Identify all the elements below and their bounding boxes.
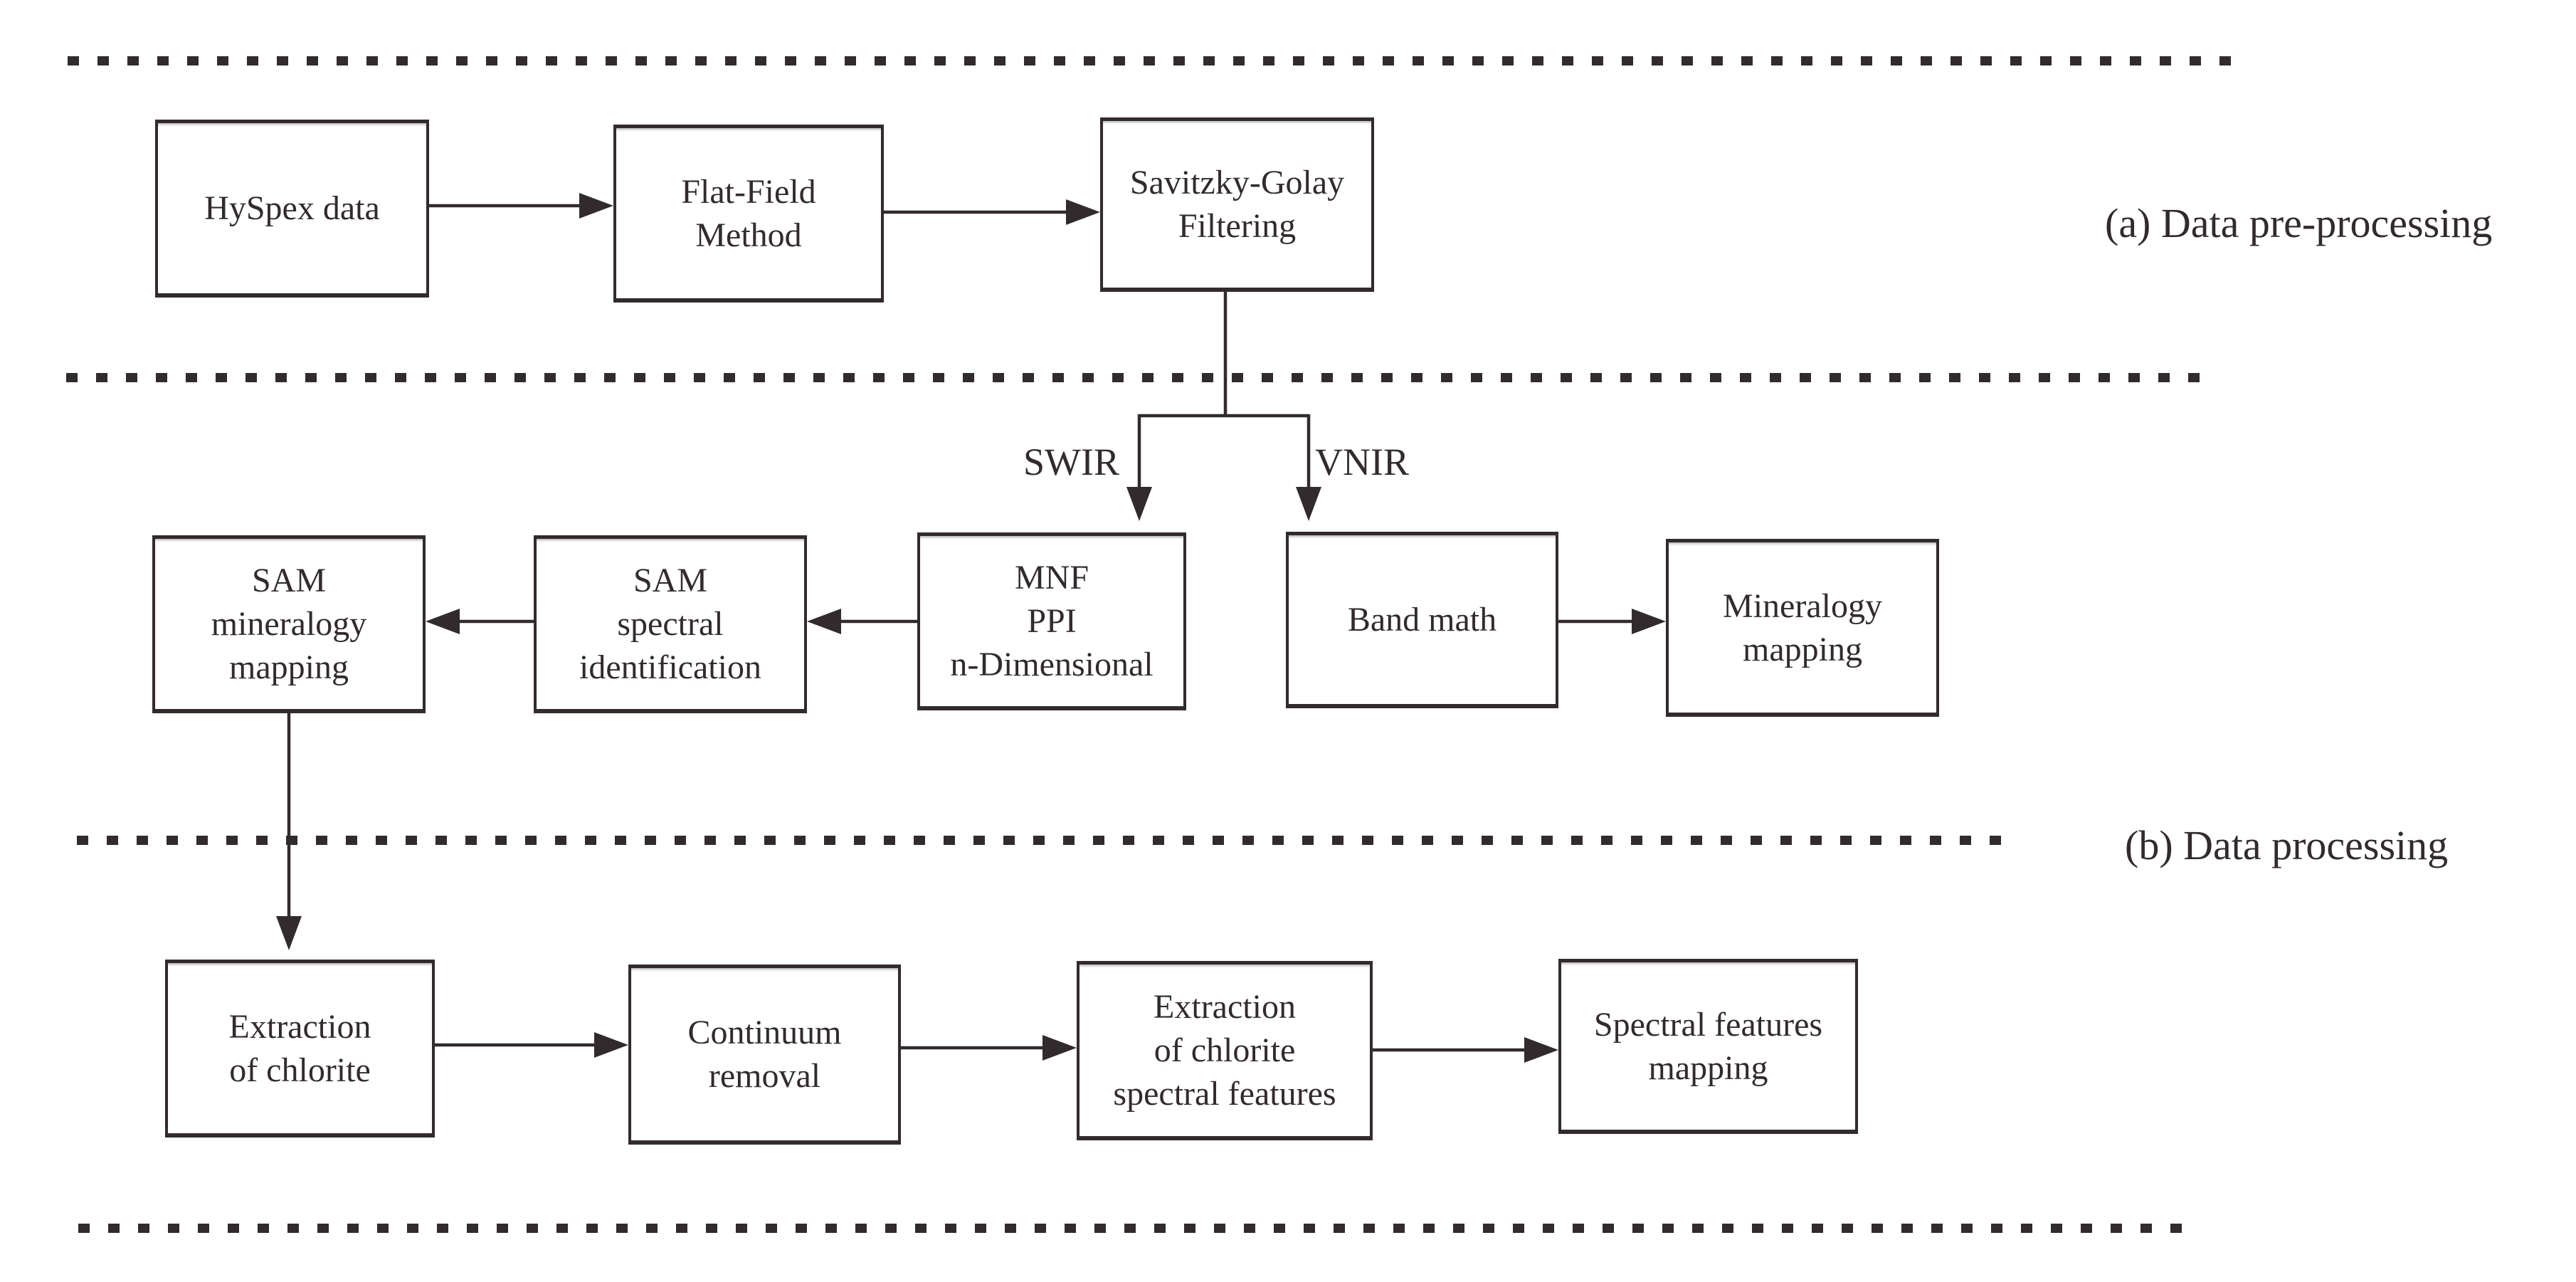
node-label: Continuum removal <box>687 1014 842 1095</box>
node-label: SAM spectral identification <box>579 562 761 686</box>
node-mnf-ppi-ndimensional: MNF PPI n-Dimensional <box>917 532 1186 710</box>
arrow-continuum-to-extractionspectral <box>901 1035 1077 1061</box>
vnir-branch-label: VNIR <box>1315 441 1409 483</box>
node-label: Band math <box>1347 601 1497 639</box>
node-label: Flat-Field Method <box>681 172 816 254</box>
node-savitzky-golay-filtering: Savitzky-Golay Filtering <box>1100 117 1374 292</box>
node-continuum-removal: Continuum removal <box>628 965 901 1145</box>
node-label: SAM mineralogy mapping <box>211 562 367 686</box>
section-divider-a-b <box>66 373 2217 382</box>
node-sam-mineralogy-mapping: SAM mineralogy mapping <box>152 535 426 713</box>
node-hyspex-data: HySpex data <box>155 120 429 298</box>
arrow-vnir-branch <box>1296 414 1321 521</box>
node-label: Spectral features mapping <box>1593 1005 1823 1087</box>
connector-savitzky-split <box>1139 292 1309 418</box>
section-divider-top <box>68 56 2245 65</box>
node-label: MNF PPI n-Dimensional <box>950 559 1154 683</box>
arrow-hyspex-to-flatfield <box>429 193 613 219</box>
arrow-mnf-to-samspectral <box>807 609 917 634</box>
section-divider-bottom <box>78 1224 2199 1233</box>
node-spectral-features-mapping: Spectral features mapping <box>1558 959 1858 1134</box>
node-band-math: Band math <box>1286 532 1558 708</box>
swir-branch-label: SWIR <box>1023 441 1119 483</box>
arrow-extraction-to-continuum <box>435 1032 628 1058</box>
node-extraction-chlorite-spectral-features: Extraction of chlorite spectral features <box>1077 961 1373 1140</box>
node-label: Mineralogy mapping <box>1723 587 1882 668</box>
arrow-samspectral-to-sammineralogy <box>426 609 534 634</box>
node-sam-spectral-identification: SAM spectral identification <box>534 535 807 713</box>
arrow-bandmath-to-mineralogymapping <box>1558 609 1666 634</box>
arrow-extractionspectral-to-spectralmapping <box>1373 1037 1558 1063</box>
arrow-swir-branch <box>1126 414 1152 521</box>
section-divider-b <box>77 836 2017 845</box>
node-label: Extraction of chlorite spectral features <box>1113 988 1336 1113</box>
section-b-label: (b) Data processing <box>2125 822 2449 868</box>
node-label: Extraction of chlorite <box>228 1007 371 1089</box>
arrow-flatfield-to-savitzky <box>884 199 1100 225</box>
node-label: HySpex data <box>204 189 380 227</box>
node-flat-field-method: Flat-Field Method <box>613 125 884 303</box>
node-mineralogy-mapping: Mineralogy mapping <box>1666 539 1939 717</box>
node-extraction-of-chlorite: Extraction of chlorite <box>165 960 435 1137</box>
node-label: Savitzky-Golay Filtering <box>1129 164 1345 245</box>
arrow-sammineralogy-to-extraction <box>276 713 302 950</box>
section-a-label: (a) Data pre-processing <box>2105 200 2493 246</box>
